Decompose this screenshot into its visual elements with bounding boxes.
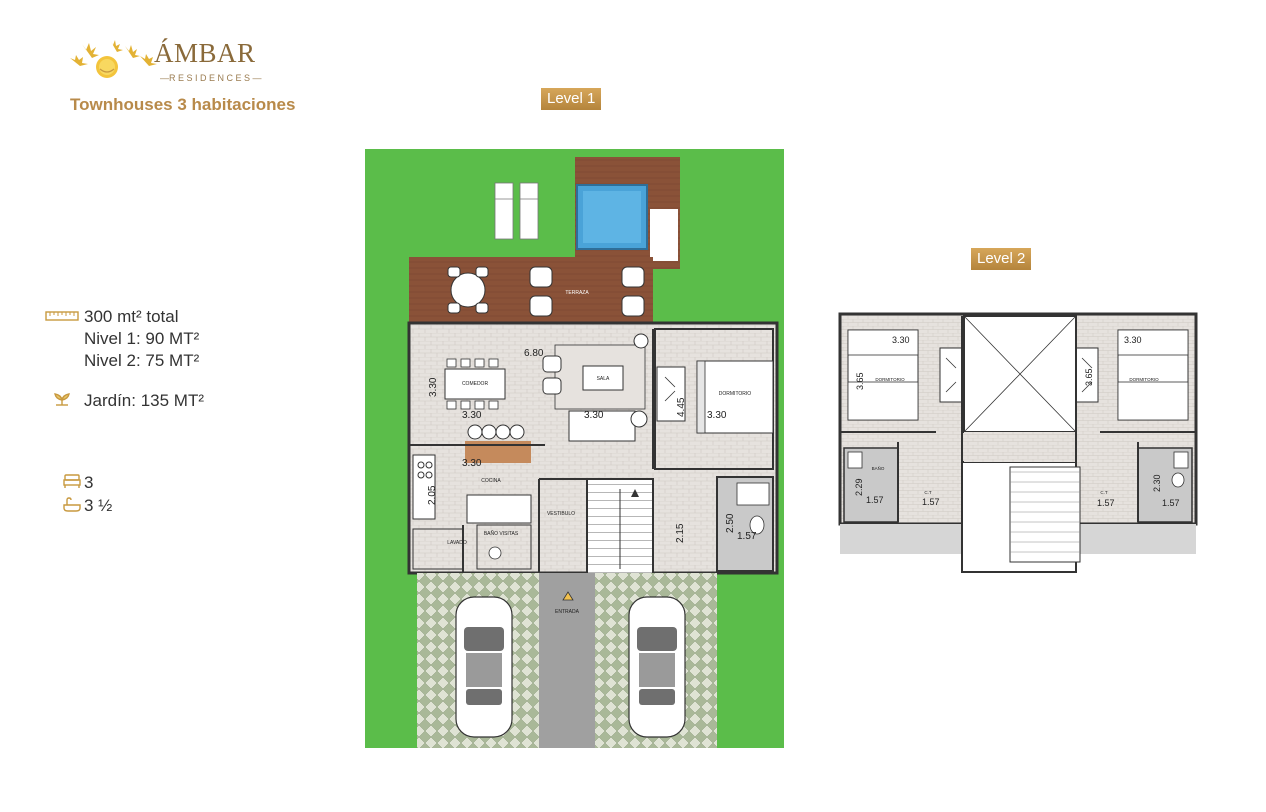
dim-l2-3-65-left: 3.65 xyxy=(855,372,865,390)
dim-2-15: 2.15 xyxy=(675,523,686,543)
kitchen-island xyxy=(465,441,531,463)
room-label-entrada: ENTRADA xyxy=(555,609,580,615)
bed-icon xyxy=(63,474,81,488)
dim-1-57: 1.57 xyxy=(737,531,757,542)
entrance-path xyxy=(539,573,595,748)
living-chairs xyxy=(542,333,649,428)
car-right xyxy=(628,596,686,738)
page-subtitle: Townhouses 3 habitaciones xyxy=(70,95,296,114)
ruler-icon xyxy=(45,311,79,321)
ambar-logo xyxy=(70,40,157,78)
dim-6-80: 6.80 xyxy=(524,348,544,359)
plant-icon xyxy=(54,393,70,406)
room-label-dormitorio-left: DORMITORIO xyxy=(875,377,905,382)
dim-4-45: 4.45 xyxy=(676,397,687,417)
dim-l2-3-30-right: 3.30 xyxy=(1124,335,1142,345)
dim-2-05: 2.05 xyxy=(427,485,438,505)
dim-cocina: 3.30 xyxy=(462,458,482,469)
room-label-ct-right: C.T xyxy=(1100,490,1108,495)
brand-name: ÁMBAR xyxy=(154,38,256,68)
terrace-furniture xyxy=(447,266,645,317)
coffee-table xyxy=(582,365,624,391)
entrance-arrow-icon xyxy=(562,591,574,601)
floor-plan-level-2: DORMITORIO DORMITORIO BAÑO C.T C.T 3.30 … xyxy=(838,312,1198,573)
dim-dormitorio: 3.30 xyxy=(707,410,727,421)
spec-level-1-area: Nivel 1: 90 MT² xyxy=(84,329,200,348)
laundry xyxy=(412,528,464,570)
half-bath xyxy=(476,524,532,570)
dim-l2-3-30-left: 3.30 xyxy=(892,335,910,345)
dim-l2-1-57-c: 1.57 xyxy=(1097,498,1115,508)
level-2-badge: Level 2 xyxy=(971,248,1032,270)
room-label-ct-left: C.T xyxy=(924,490,932,495)
floor-plan-level-1: TERRAZA xyxy=(365,149,784,748)
sofa xyxy=(568,410,636,442)
car-left xyxy=(455,596,513,738)
closet xyxy=(656,366,686,422)
dim-l2-1-57-d: 1.57 xyxy=(1162,498,1180,508)
kitchen-counters xyxy=(412,454,532,524)
room-label-vestibulo: VESTIBULO xyxy=(547,511,575,517)
spec-bedrooms: 3 xyxy=(84,473,94,492)
dim-2-50: 2.50 xyxy=(725,513,736,533)
dim-l2-2-30: 2.30 xyxy=(1152,474,1162,492)
dim-l2-2-29: 2.29 xyxy=(854,478,864,496)
sun-icon xyxy=(96,56,118,78)
room-label-dormitorio-right: DORMITORIO xyxy=(1129,377,1159,382)
bar-stools xyxy=(467,424,525,440)
dim-sala: 3.30 xyxy=(584,410,604,421)
dim-l2-3-65-right: 3.65 xyxy=(1084,368,1094,386)
room-label-bano-visitas: BAÑO VISITAS xyxy=(484,530,519,537)
room-label-lavado: LAVADO xyxy=(447,540,467,546)
dim-comedor-h: 3.30 xyxy=(462,410,482,421)
dim-l2-1-57-b: 1.57 xyxy=(922,497,940,507)
dining-table xyxy=(444,358,506,410)
sun-loungers xyxy=(494,182,539,240)
palm-leaves-icon xyxy=(70,40,157,66)
dim-comedor-v: 3.30 xyxy=(428,377,439,397)
brand-tagline: RESIDENCES xyxy=(160,73,262,83)
bed xyxy=(696,360,774,434)
room-label-terraza: TERRAZA xyxy=(565,290,589,296)
bathtub-icon xyxy=(63,497,81,512)
room-label-cocina: COCINA xyxy=(481,478,501,484)
room-label-bano-left: BAÑO xyxy=(872,465,885,471)
spec-total-area: 300 mt² total xyxy=(84,307,179,326)
closet-left xyxy=(939,347,963,403)
room-label-comedor: COMEDOR xyxy=(462,381,489,387)
spec-bathrooms: 3 ½ xyxy=(84,496,113,515)
room-label-sala: SALA xyxy=(597,376,610,382)
level-1-badge: Level 1 xyxy=(541,88,602,110)
room-label-dormitorio: DORMITORIO xyxy=(719,391,752,397)
spec-level-2-area: Nivel 2: 75 MT² xyxy=(84,351,200,370)
dim-l2-1-57-a: 1.57 xyxy=(866,495,884,505)
spec-garden-area: Jardín: 135 MT² xyxy=(84,391,204,410)
